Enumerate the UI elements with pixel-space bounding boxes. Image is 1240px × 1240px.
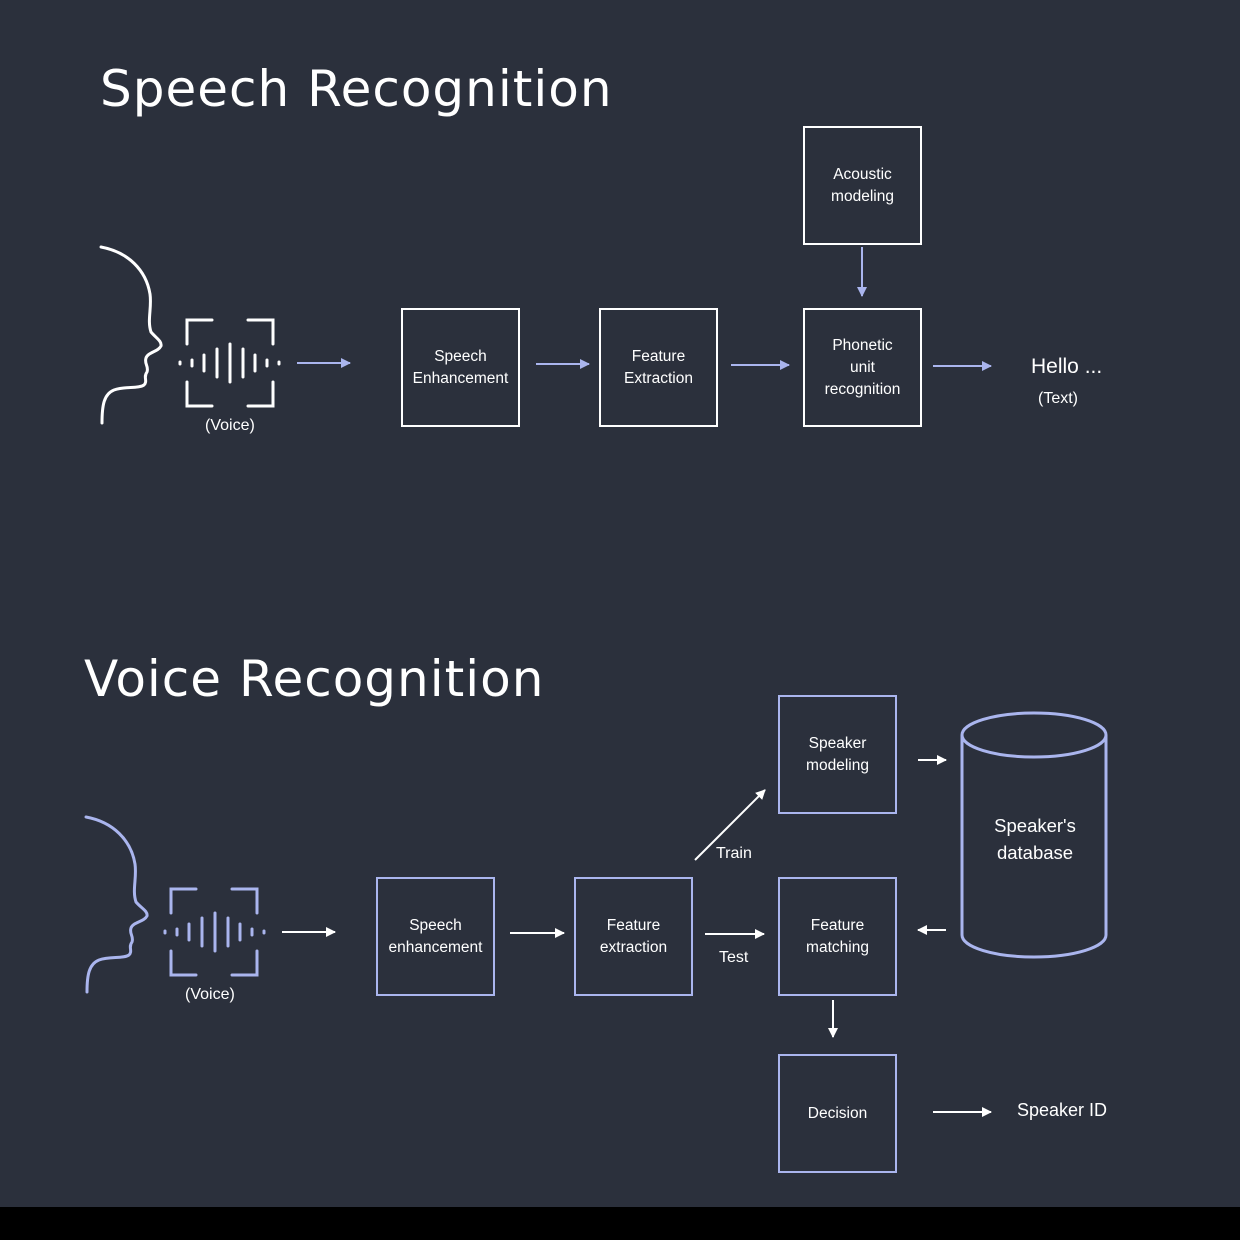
phonetic-unit-recognition-box: Phonetic unit recognition: [803, 308, 922, 427]
decision-box: Decision: [778, 1054, 897, 1173]
feature-extraction-label: Feature Extraction: [624, 347, 693, 387]
speaker-id-output: Speaker ID: [1017, 1100, 1108, 1120]
speech-output-text: Hello ...: [1031, 355, 1103, 378]
acoustic-modeling-box: Acoustic modeling: [803, 126, 922, 245]
footer-bar: [0, 1207, 1240, 1240]
diagram-graphics: [84, 245, 1108, 1117]
speaker-modeling-box: Speaker modeling: [778, 695, 897, 814]
diagram-canvas: Speech Recognition (Voice) Speech Enhanc…: [0, 0, 1240, 1207]
database-cylinder-icon: [960, 711, 1108, 959]
voice-waveform-icon: [163, 887, 266, 977]
speech-section-title: Speech Recognition: [100, 60, 613, 118]
speech-enhancement-box: Speech enhancement: [376, 877, 495, 996]
arrow-feature-to-modeling: [694, 789, 766, 861]
feature-extraction-box: Feature extraction: [574, 877, 693, 996]
head-profile-icon: [99, 245, 163, 425]
feature-matching-label: Feature matching: [806, 916, 869, 956]
speech-enhancement-box: Speech Enhancement: [401, 308, 520, 427]
train-label: Train: [716, 845, 752, 862]
phonetic-unit-recognition-label: Phonetic unit recognition: [824, 336, 901, 398]
voice-input-label: (Voice): [205, 417, 255, 434]
speaker-modeling-label: Speaker modeling: [806, 734, 869, 774]
speech-output-note: (Text): [1038, 390, 1078, 407]
speakers-database-label: Speaker's database: [994, 815, 1076, 863]
voice-input-label: (Voice): [185, 986, 235, 1003]
test-label: Test: [719, 949, 749, 966]
speech-enhancement-label: Speech enhancement: [388, 916, 483, 956]
head-profile-icon: [84, 815, 149, 994]
decision-label: Decision: [807, 1104, 868, 1122]
speech-enhancement-label: Speech Enhancement: [412, 347, 509, 387]
voice-waveform-icon: [178, 318, 281, 408]
voice-section-title: Voice Recognition: [84, 650, 545, 708]
feature-matching-box: Feature matching: [778, 877, 897, 996]
feature-extraction-box: Feature Extraction: [599, 308, 718, 427]
feature-extraction-label: Feature extraction: [599, 916, 668, 956]
voice-arrows: [282, 755, 992, 1117]
acoustic-modeling-label: Acoustic modeling: [831, 165, 894, 205]
speech-arrows: [297, 247, 992, 371]
